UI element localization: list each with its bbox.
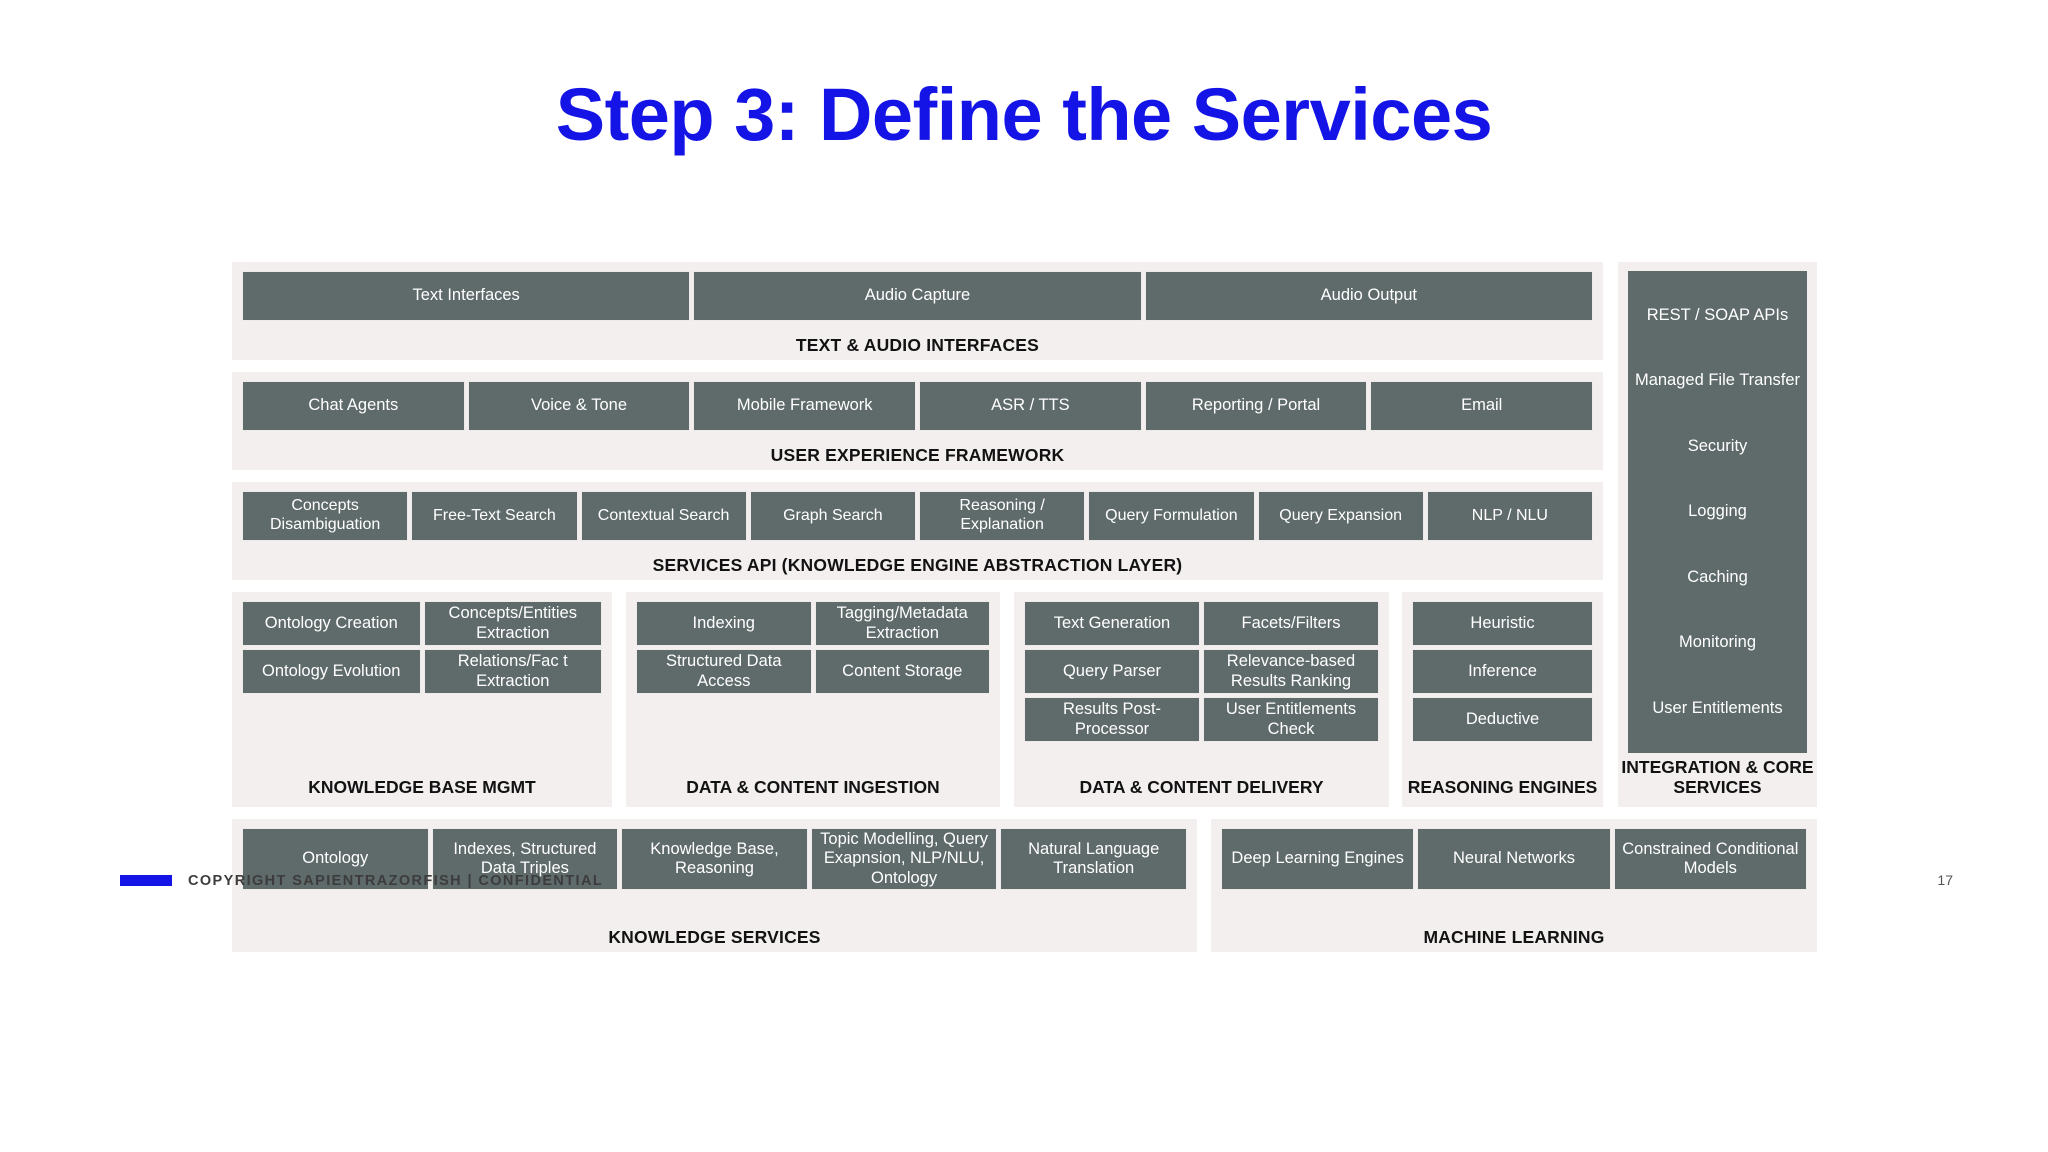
panel-integration-core-services: REST / SOAP APIs Managed File Transfer S…: [1618, 262, 1817, 807]
group-data-content-ingestion: Indexing Structured Data Access Tagging/…: [626, 592, 1000, 807]
cell-user-entitlements-check[interactable]: User Entitlements Check: [1203, 697, 1379, 742]
core-item-rest-soap-apis[interactable]: REST / SOAP APIs: [1646, 305, 1789, 324]
cell-constrained-conditional-models[interactable]: Constrained Conditional Models: [1613, 828, 1807, 890]
cell-voice-and-tone[interactable]: Voice & Tone: [467, 381, 691, 431]
architecture-diagram: Text Interfaces Audio Capture Audio Outp…: [232, 262, 1817, 952]
cell-text-interfaces[interactable]: Text Interfaces: [242, 271, 691, 321]
layer-caption-text-audio-interfaces: TEXT & AUDIO INTERFACES: [795, 334, 1040, 355]
page-number: 17: [1937, 872, 1953, 888]
cell-reporting-portal[interactable]: Reporting / Portal: [1144, 381, 1368, 431]
cell-query-formulation[interactable]: Query Formulation: [1088, 491, 1255, 541]
cell-mobile-framework[interactable]: Mobile Framework: [693, 381, 917, 431]
core-item-caching[interactable]: Caching: [1687, 567, 1748, 586]
cell-natural-language-translation[interactable]: Natural Language Translation: [1000, 828, 1187, 890]
cell-ontology[interactable]: Ontology: [242, 828, 429, 890]
cell-knowledge-base-reasoning[interactable]: Knowledge Base, Reasoning: [621, 828, 808, 890]
cell-topic-modelling-query-expansion[interactable]: Topic Modelling, Query Exapnsion, NLP/NL…: [810, 828, 998, 890]
cell-chat-agents[interactable]: Chat Agents: [242, 381, 465, 431]
cell-relevance-based-results-ranking[interactable]: Relevance-based Results Ranking: [1203, 649, 1379, 694]
group-caption-data-content-delivery: DATA & CONTENT DELIVERY: [1079, 776, 1324, 797]
layer-cells: Concepts Disambiguation Free-Text Search…: [242, 491, 1593, 541]
group-caption-knowledge-base-mgmt: KNOWLEDGE BASE MGMT: [308, 776, 536, 797]
cell-content-storage[interactable]: Content Storage: [814, 649, 990, 694]
group-cells: Heuristic Inference Deductive: [1412, 601, 1593, 742]
cell-deep-learning-engines[interactable]: Deep Learning Engines: [1221, 828, 1415, 890]
group-caption-data-content-ingestion: DATA & CONTENT INGESTION: [686, 776, 940, 797]
group-cells: Ontology Creation Ontology Evolution Con…: [242, 601, 602, 694]
cell-query-expansion[interactable]: Query Expansion: [1257, 491, 1424, 541]
core-item-logging[interactable]: Logging: [1688, 502, 1747, 521]
group-data-content-delivery: Text Generation Query Parser Results Pos…: [1014, 592, 1389, 807]
footer-copyright: COPYRIGHT SAPIENTRAZORFISH | CONFIDENTIA…: [188, 873, 604, 889]
cell-tagging-metadata-extraction[interactable]: Tagging/Metadata Extraction: [814, 601, 990, 646]
layer-cells: Chat Agents Voice & Tone Mobile Framewor…: [242, 381, 1594, 431]
layer-cells: Ontology Indexes, Structured Data Triple…: [242, 828, 1187, 890]
cell-free-text-search[interactable]: Free-Text Search: [411, 491, 578, 541]
core-services-stack: REST / SOAP APIs Managed File Transfer S…: [1628, 271, 1807, 753]
layer-text-audio-interfaces: Text Interfaces Audio Capture Audio Outp…: [232, 262, 1603, 360]
cell-reasoning-explanation[interactable]: Reasoning / Explanation: [919, 491, 1086, 541]
layer-machine-learning: Deep Learning Engines Neural Networks Co…: [1211, 819, 1817, 952]
layer-caption-user-experience-framework: USER EXPERIENCE FRAMEWORK: [770, 444, 1065, 465]
footer-accent-bar: [120, 875, 172, 886]
core-item-security[interactable]: Security: [1687, 436, 1748, 455]
layer-caption-machine-learning: MACHINE LEARNING: [1423, 926, 1605, 947]
group-column-left: Indexing Structured Data Access: [636, 601, 812, 694]
cell-deductive[interactable]: Deductive: [1412, 697, 1593, 742]
core-item-monitoring[interactable]: Monitoring: [1678, 633, 1757, 652]
group-column-right: Facets/Filters Relevance-based Results R…: [1203, 601, 1379, 742]
group-cells: Indexing Structured Data Access Tagging/…: [636, 601, 990, 694]
cell-concepts-entities-extraction[interactable]: Concepts/Entities Extraction: [423, 601, 602, 646]
cell-nlp-nlu[interactable]: NLP / NLU: [1426, 491, 1593, 541]
cell-audio-capture[interactable]: Audio Capture: [693, 271, 1142, 321]
layer-cells: Deep Learning Engines Neural Networks Co…: [1221, 828, 1807, 890]
layer-caption-services-api: SERVICES API (KNOWLEDGE ENGINE ABSTRACTI…: [652, 554, 1183, 575]
cell-text-generation[interactable]: Text Generation: [1024, 601, 1200, 646]
cell-facets-filters[interactable]: Facets/Filters: [1203, 601, 1379, 646]
layer-cells: Text Interfaces Audio Capture Audio Outp…: [242, 271, 1593, 321]
group-column-only: Heuristic Inference Deductive: [1412, 601, 1593, 742]
panel-caption-integration-core-services: INTEGRATION & CORE SERVICES: [1621, 756, 1814, 797]
cell-structured-data-access[interactable]: Structured Data Access: [636, 649, 812, 694]
layer-user-experience-framework: Chat Agents Voice & Tone Mobile Framewor…: [232, 372, 1603, 470]
cell-relations-fact-extraction[interactable]: Relations/Fac t Extraction: [423, 649, 602, 694]
cell-heuristic[interactable]: Heuristic: [1412, 601, 1593, 646]
core-item-managed-file-transfer[interactable]: Managed File Transfer: [1634, 371, 1801, 390]
layer-caption-knowledge-services: KNOWLEDGE SERVICES: [608, 926, 821, 947]
layer-knowledge-services: Ontology Indexes, Structured Data Triple…: [232, 819, 1197, 952]
group-knowledge-base-mgmt: Ontology Creation Ontology Evolution Con…: [232, 592, 612, 807]
group-reasoning-engines: Heuristic Inference Deductive REASONING …: [1402, 592, 1603, 807]
group-column-left: Text Generation Query Parser Results Pos…: [1024, 601, 1200, 742]
page-title: Step 3: Define the Services: [555, 73, 1493, 156]
cell-graph-search[interactable]: Graph Search: [749, 491, 916, 541]
group-caption-reasoning-engines: REASONING ENGINES: [1407, 776, 1598, 797]
cell-indexes-structured-data-triples[interactable]: Indexes, Structured Data Triples: [431, 828, 619, 890]
cell-neural-networks[interactable]: Neural Networks: [1417, 828, 1611, 890]
cell-concepts-disambiguation[interactable]: Concepts Disambiguation: [242, 491, 409, 541]
cell-contextual-search[interactable]: Contextual Search: [580, 491, 747, 541]
core-item-user-entitlements[interactable]: User Entitlements: [1652, 698, 1783, 717]
cell-audio-output[interactable]: Audio Output: [1144, 271, 1593, 321]
cell-ontology-creation[interactable]: Ontology Creation: [242, 601, 421, 646]
group-column-right: Concepts/Entities Extraction Relations/F…: [423, 601, 602, 694]
cell-query-parser[interactable]: Query Parser: [1024, 649, 1200, 694]
cell-asr-tts[interactable]: ASR / TTS: [919, 381, 1142, 431]
cell-indexing[interactable]: Indexing: [636, 601, 812, 646]
cell-email[interactable]: Email: [1370, 381, 1594, 431]
group-column-right: Tagging/Metadata Extraction Content Stor…: [814, 601, 990, 694]
cell-ontology-evolution[interactable]: Ontology Evolution: [242, 649, 421, 694]
group-column-left: Ontology Creation Ontology Evolution: [242, 601, 421, 694]
layer-services-api: Concepts Disambiguation Free-Text Search…: [232, 482, 1603, 580]
cell-inference[interactable]: Inference: [1412, 649, 1593, 694]
group-cells: Text Generation Query Parser Results Pos…: [1024, 601, 1379, 742]
cell-results-post-processor[interactable]: Results Post-Processor: [1024, 697, 1200, 742]
